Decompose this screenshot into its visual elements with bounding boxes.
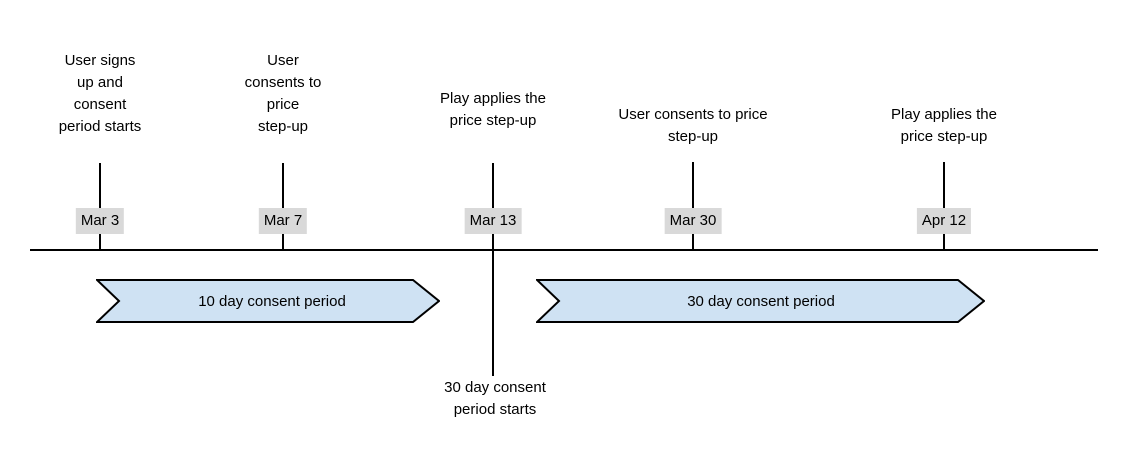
event-tick-mar3 [99,163,101,250]
event-description-apr12: Play applies the price step-up [891,106,997,145]
period-banner-10day-label: 10 day consent period [198,293,346,310]
event-date-label-mar13: Mar 13 [464,208,522,234]
period-banner-30day: 30 day consent period [536,279,985,323]
banner-arrow-shape [536,279,985,323]
banner-arrow-shape [96,279,440,323]
period-banner-30day-label: 30 day consent period [687,293,835,310]
below-axis-note: 30 day consent period starts [444,379,546,418]
event-tick-mar13 [492,163,494,376]
event-description-mar30: User consents to price step-up [618,106,768,145]
event-description-mar13: Play applies the price step-up [440,90,546,129]
event-tick-mar7 [282,163,284,250]
timeline-axis [30,249,1098,251]
event-date-label-apr12: Apr 12 [916,208,972,234]
event-date-label-mar3: Mar 3 [75,208,125,234]
event-description-mar3: User signs up and consent period starts [58,52,142,135]
event-tick-mar30 [692,162,694,250]
event-date-label-mar30: Mar 30 [664,208,722,234]
period-banner-10day: 10 day consent period [96,279,440,323]
event-date-label-mar7: Mar 7 [258,208,308,234]
event-tick-apr12 [943,162,945,250]
event-description-mar7: User consents to price step-up [244,52,322,135]
